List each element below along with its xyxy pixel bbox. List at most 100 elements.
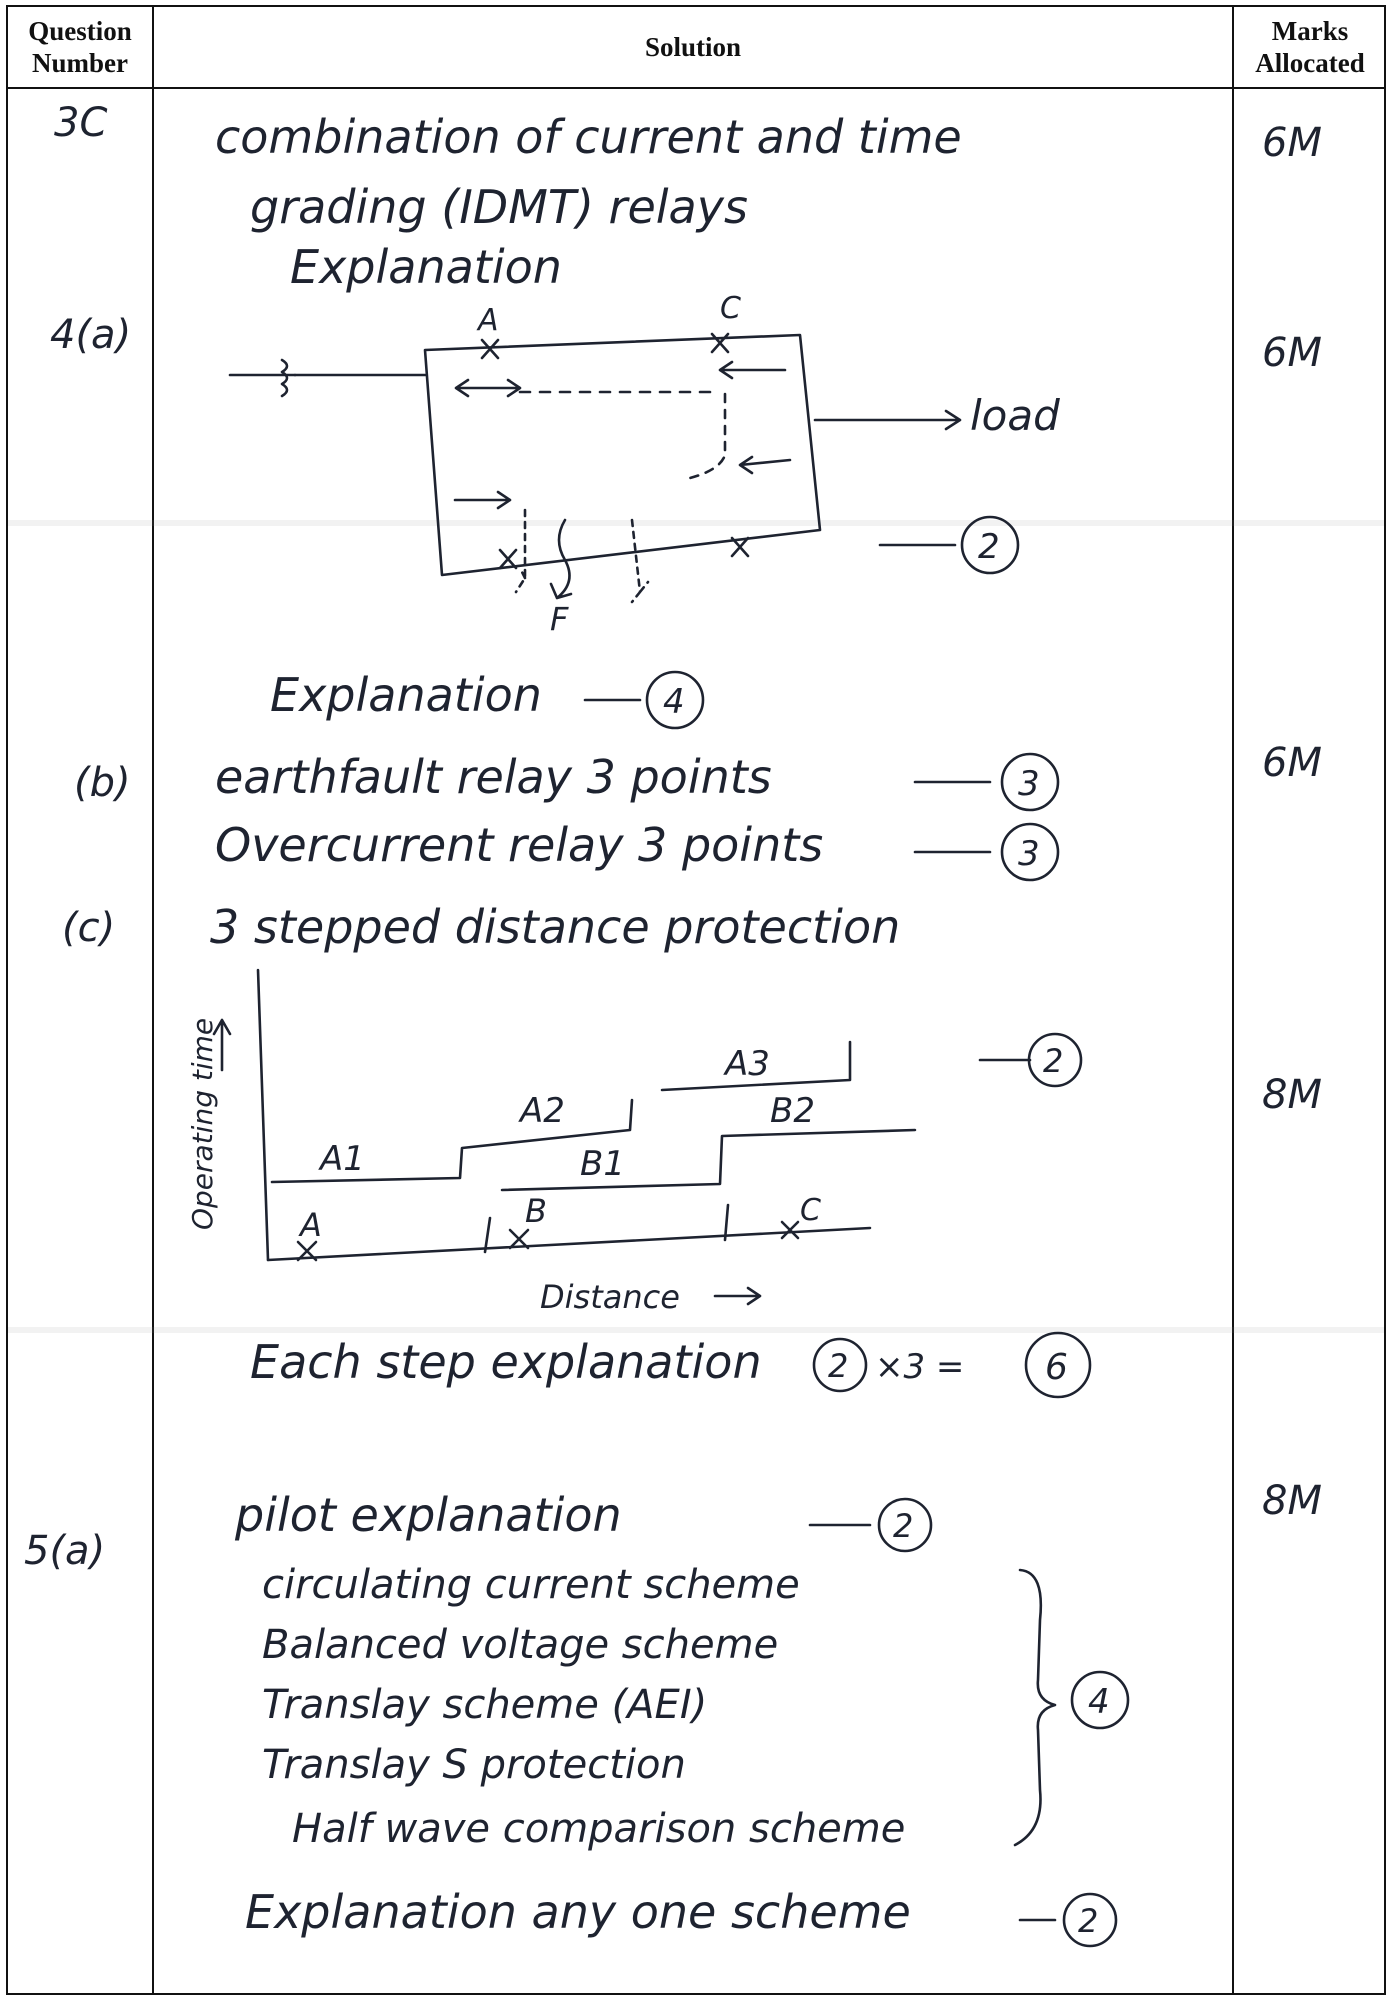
q3c-line-1: combination of current and time — [215, 110, 962, 164]
point-b-cross-icon — [508, 1228, 530, 1250]
fault-bolt-icon — [549, 518, 573, 600]
q5a-scheme-4: Translay S protection — [262, 1742, 686, 1788]
breaker-c-icon — [710, 332, 730, 354]
mark-circle — [877, 1497, 933, 1553]
point-a-cross-icon — [296, 1240, 318, 1262]
question-3c-marks: 6M — [1262, 120, 1322, 166]
q3c-line-2: grading (IDMT) relays — [250, 180, 748, 234]
mark-circle — [812, 1337, 868, 1393]
q5a-final: Explanation any one scheme — [245, 1885, 911, 1939]
header-divider — [8, 87, 1384, 89]
point-b-tick — [483, 1216, 492, 1254]
mark-value: 3 — [1018, 834, 1040, 874]
zone-label-b2: B2 — [770, 1091, 815, 1131]
q4c-title: 3 stepped distance protection — [210, 900, 901, 954]
point-c-tick — [723, 1203, 730, 1242]
point-label-b: B — [525, 1192, 547, 1230]
graph-mark: 2 — [1043, 1042, 1063, 1080]
zone-label-a1: A1 — [318, 1139, 365, 1179]
brace-icon — [1013, 1568, 1057, 1847]
q4b-line-1: earthfault relay 3 points — [215, 750, 772, 804]
zone-b-steps — [500, 1128, 917, 1192]
step-multiplier: ×3 = — [875, 1347, 964, 1387]
question-4b-number: (b) — [74, 760, 131, 806]
stepped-distance-graph: Operating time A1 A2 A3 B1 B2 A B C Dist… — [186, 968, 1083, 1316]
point-label-c: C — [800, 1193, 821, 1228]
zone-a-steps — [270, 1098, 634, 1184]
column-divider-right — [1232, 7, 1234, 1993]
mark-circle — [1024, 1331, 1092, 1399]
label-f: F — [550, 600, 569, 638]
load-arrow-icon — [813, 409, 962, 431]
mark-value: 4 — [663, 682, 685, 722]
zone-a3-step — [660, 1040, 852, 1092]
q5a-schemes-brace: 4 — [1013, 1568, 1130, 1847]
point-c-cross-icon — [780, 1220, 800, 1240]
fault-current-path — [630, 518, 650, 604]
q4c-step-marks: 2 ×3 = 6 — [812, 1331, 1092, 1399]
parallel-feeder-diagram: A C F load 2 — [228, 291, 1060, 638]
breaker-a-icon — [480, 338, 500, 360]
fault-current-path — [514, 508, 527, 594]
step-total: 6 — [1045, 1347, 1068, 1388]
q4a-explanation: Explanation — [270, 668, 542, 722]
question-4a-number: 4(a) — [50, 312, 132, 358]
zone-label-a3: A3 — [723, 1044, 770, 1084]
arrow-left-icon — [738, 455, 792, 475]
q5a-scheme-3: Translay scheme (AEI) — [262, 1682, 708, 1728]
q4b-line-2-mark: 3 — [913, 822, 1060, 882]
mark-circle — [1070, 1670, 1130, 1730]
mark-value: 2 — [893, 1507, 913, 1545]
q4a-diagram-mark: 2 — [978, 527, 1000, 567]
question-5a-number: 5(a) — [24, 1528, 106, 1574]
label-c: C — [720, 291, 741, 326]
graph-ylabel: Operating time — [186, 1018, 219, 1230]
scan-band — [8, 1327, 1384, 1333]
question-4a-marks: 6M — [1262, 330, 1322, 376]
schemes-mark: 4 — [1088, 1682, 1110, 1722]
q5a-pilot-mark: 2 — [808, 1497, 933, 1553]
q4a-explanation-mark: 4 — [583, 670, 705, 730]
y-axis — [256, 968, 270, 1262]
mark-circle — [1000, 822, 1060, 882]
q4c-step-text: Each step explanation — [250, 1335, 762, 1389]
point-label-a: A — [298, 1206, 322, 1244]
q4b-line-1-mark: 3 — [913, 752, 1060, 812]
label-a: A — [476, 303, 499, 338]
x-axis-arrow-icon — [713, 1286, 762, 1306]
header-question-number: Question Number — [28, 16, 132, 78]
mark-circle — [1000, 752, 1060, 812]
q3c-line-3: Explanation — [290, 240, 562, 294]
zone-label-b1: B1 — [580, 1144, 625, 1184]
question-3c-number: 3C — [54, 100, 108, 146]
q4b-line-2: Overcurrent relay 3 points — [215, 818, 824, 872]
question-4c-marks: 8M — [1262, 1072, 1322, 1118]
mark-circle — [1062, 1892, 1118, 1948]
question-4c-number: (c) — [62, 905, 116, 951]
q5a-final-mark: 2 — [1018, 1892, 1118, 1948]
step-mark: 2 — [828, 1347, 848, 1385]
label-load: load — [970, 391, 1060, 440]
scan-band — [8, 520, 1384, 526]
question-4b-marks: 6M — [1262, 740, 1322, 786]
breaker-lower-left-icon — [498, 548, 518, 570]
mark-circle — [645, 670, 705, 730]
q5a-scheme-1: circulating current scheme — [262, 1562, 800, 1608]
breaker-lower-right-icon — [730, 536, 750, 558]
column-divider-left — [152, 7, 154, 1993]
graph-xlabel: Distance — [540, 1278, 680, 1316]
feeder-loop — [423, 333, 822, 577]
y-axis-arrow-icon — [212, 1018, 232, 1072]
arrow-left-icon — [718, 360, 787, 380]
zone-label-a2: A2 — [518, 1091, 565, 1131]
fault-current-path — [688, 392, 727, 480]
q5a-scheme-2: Balanced voltage scheme — [262, 1622, 779, 1668]
x-axis — [266, 1226, 872, 1262]
header-solution: Solution — [644, 32, 742, 62]
arrow-right-icon — [453, 490, 512, 510]
q5a-scheme-5: Half wave comparison scheme — [292, 1806, 906, 1852]
header-marks-allocated: Marks Allocated — [1255, 16, 1365, 78]
mark-value: 2 — [1078, 1902, 1098, 1940]
question-5a-marks: 8M — [1262, 1478, 1322, 1524]
mark-value: 3 — [1018, 764, 1040, 804]
